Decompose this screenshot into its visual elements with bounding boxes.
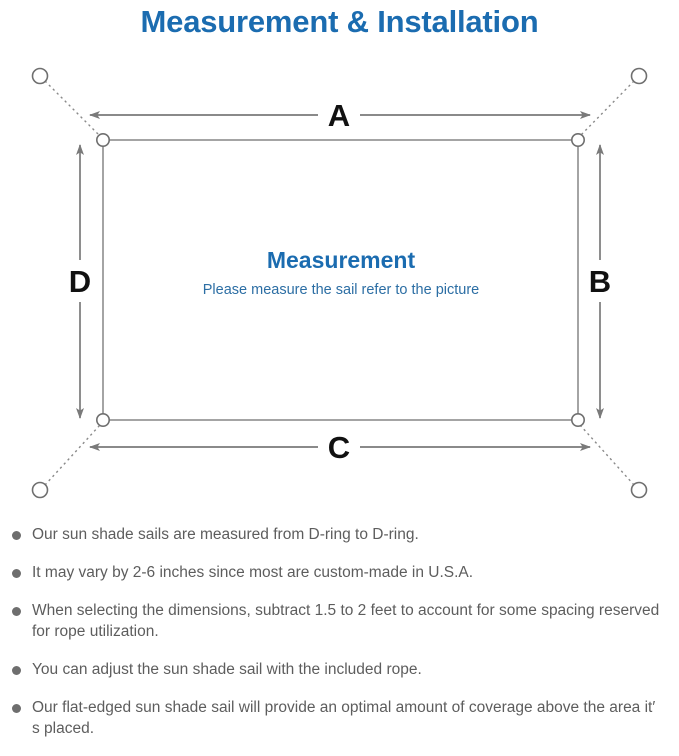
bullet-icon xyxy=(12,704,21,713)
sail-rectangle xyxy=(102,139,579,421)
d-ring-top-right xyxy=(570,133,585,148)
list-item: When selecting the dimensions, subtract … xyxy=(0,600,679,642)
anchor-ropes xyxy=(44,80,635,486)
anchor-points xyxy=(31,67,648,499)
bullet-icon xyxy=(12,666,21,675)
dimension-label-b: B xyxy=(589,264,611,299)
rope-bottom-left xyxy=(44,424,101,486)
notes-list: Our sun shade sails are measured from D-… xyxy=(0,524,679,756)
rope-bottom-right xyxy=(579,424,635,486)
list-item: It may vary by 2-6 inches since most are… xyxy=(0,562,679,583)
diagram-center-subtitle: Please measure the sail refer to the pic… xyxy=(203,282,479,298)
diagram-center-title: Measurement xyxy=(267,247,416,273)
d-rings xyxy=(96,133,585,427)
list-item: You can adjust the sun shade sail with t… xyxy=(0,659,679,680)
note-text: Our flat-edged sun shade sail will provi… xyxy=(32,699,656,737)
anchor-point-top-right xyxy=(630,67,648,85)
bullet-icon xyxy=(12,569,21,578)
page-title: Measurement & Installation xyxy=(140,4,539,39)
bullet-icon xyxy=(12,607,21,616)
note-text: You can adjust the sun shade sail with t… xyxy=(32,661,422,678)
d-ring-bottom-right xyxy=(570,412,585,427)
anchor-point-bottom-right xyxy=(630,481,648,499)
note-text: Our sun shade sails are measured from D-… xyxy=(32,526,419,543)
list-item: Our flat-edged sun shade sail will provi… xyxy=(0,697,679,739)
dimension-label-d: D xyxy=(69,264,91,299)
bullet-icon xyxy=(12,531,21,540)
list-item: Our sun shade sails are measured from D-… xyxy=(0,524,679,545)
d-ring-bottom-left xyxy=(96,412,111,427)
note-text: When selecting the dimensions, subtract … xyxy=(32,602,660,640)
anchor-point-top-left xyxy=(31,67,49,85)
dimension-label-c: C xyxy=(328,430,350,465)
d-ring-top-left xyxy=(96,133,111,148)
anchor-point-bottom-left xyxy=(31,481,49,499)
rope-top-right xyxy=(579,80,635,137)
note-text: It may vary by 2-6 inches since most are… xyxy=(32,564,474,581)
dimension-label-a: A xyxy=(328,98,350,133)
measurement-diagram: A C D B Measurement Please measure the s… xyxy=(0,44,679,522)
rope-top-left xyxy=(44,80,101,137)
